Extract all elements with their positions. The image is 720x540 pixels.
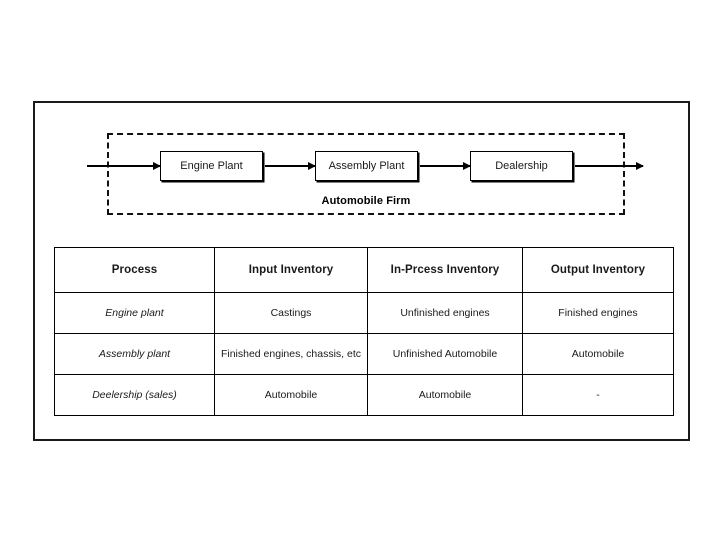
cell-in-process-inventory: Unfinished engines (367, 292, 523, 334)
column-header-output-inventory: Output Inventory (522, 247, 674, 293)
cell-output-inventory: Automobile (522, 333, 674, 375)
process-flow-diagram: Automobile Firm Engine Plant Assembly Pl… (35, 103, 692, 241)
arrow-engine-to-assembly (265, 165, 315, 167)
arrow-outflow (575, 165, 643, 167)
process-box-assembly-plant: Assembly Plant (315, 151, 418, 181)
cell-process: Deelership (sales) (54, 374, 215, 416)
table-row: Assembly plant Finished engines, chassis… (54, 333, 674, 375)
process-box-assembly-plant-label: Assembly Plant (328, 160, 405, 172)
arrow-assembly-to-dealership (420, 165, 470, 167)
column-header-in-process-inventory: In-Prcess Inventory (367, 247, 523, 293)
table-row: Deelership (sales) Automobile Automobile… (54, 374, 674, 416)
automobile-firm-boundary: Automobile Firm (107, 133, 625, 215)
cell-in-process-inventory: Automobile (367, 374, 523, 416)
cell-process: Assembly plant (54, 333, 215, 375)
cell-input-inventory: Castings (214, 292, 368, 334)
process-box-engine-plant: Engine Plant (160, 151, 263, 181)
column-header-input-inventory: Input Inventory (214, 247, 368, 293)
cell-output-inventory: Finished engines (522, 292, 674, 334)
table-row: Engine plant Castings Unfinished engines… (54, 292, 674, 334)
cell-in-process-inventory: Unfinished Automobile (367, 333, 523, 375)
process-box-engine-plant-label: Engine Plant (180, 160, 243, 172)
cell-input-inventory: Finished engines, chassis, etc (214, 333, 368, 375)
arrow-inflow (87, 165, 160, 167)
inventory-table: Process Input Inventory In-Prcess Invent… (54, 247, 674, 416)
automobile-firm-label: Automobile Firm (321, 195, 411, 207)
process-box-dealership-label: Dealership (495, 160, 548, 172)
figure-frame: Automobile Firm Engine Plant Assembly Pl… (33, 101, 690, 441)
table-header-row: Process Input Inventory In-Prcess Invent… (54, 247, 674, 293)
cell-process: Engine plant (54, 292, 215, 334)
column-header-process: Process (54, 247, 215, 293)
process-box-dealership: Dealership (470, 151, 573, 181)
cell-output-inventory: - (522, 374, 674, 416)
cell-input-inventory: Automobile (214, 374, 368, 416)
